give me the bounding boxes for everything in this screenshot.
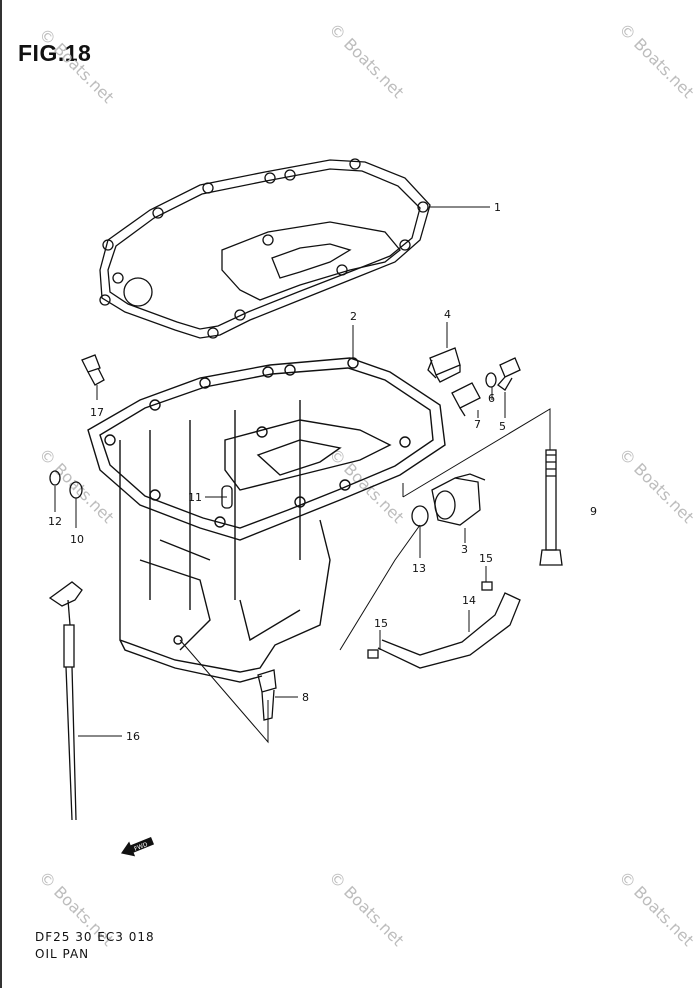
watermark-group: © Boats.net © Boats.net © Boats.net © Bo… bbox=[35, 19, 695, 949]
oil-pan-body bbox=[87, 357, 446, 683]
callout-7: 7 bbox=[474, 418, 481, 431]
watermark: © Boats.net bbox=[615, 867, 695, 949]
callout-15b: 15 bbox=[374, 617, 388, 630]
figure-title: FIG.18 bbox=[18, 40, 92, 66]
dipstick-part-16 bbox=[48, 581, 83, 821]
callout-6: 6 bbox=[488, 392, 495, 405]
watermark: © Boats.net bbox=[35, 24, 117, 106]
drain-bolt-part-8 bbox=[257, 669, 277, 721]
callout-8: 8 bbox=[302, 691, 309, 704]
section-name: OIL PAN bbox=[35, 947, 90, 961]
plug-part-4 bbox=[427, 347, 461, 383]
callout-2: 2 bbox=[350, 310, 357, 323]
callout-labels: 1 2 3 4 5 6 7 8 9 10 11 12 13 14 15 15 1… bbox=[48, 201, 597, 743]
oring-part-13 bbox=[411, 505, 429, 527]
fwd-arrow-icon: FWD bbox=[120, 836, 155, 857]
hose-part-14 bbox=[377, 592, 521, 669]
bolt-part-9 bbox=[539, 449, 563, 566]
watermark: © Boats.net bbox=[615, 19, 695, 101]
callout-12: 12 bbox=[48, 515, 62, 528]
leader-lines bbox=[54, 206, 551, 744]
callout-10: 10 bbox=[70, 533, 84, 546]
watermark: © Boats.net bbox=[325, 867, 407, 949]
callout-9: 9 bbox=[590, 505, 597, 518]
strainer-part-3 bbox=[431, 473, 486, 526]
callout-3: 3 bbox=[461, 543, 468, 556]
oring-part-6 bbox=[485, 372, 497, 388]
callout-13: 13 bbox=[412, 562, 426, 575]
bolt-part-17 bbox=[81, 354, 105, 386]
callout-14: 14 bbox=[462, 594, 476, 607]
gasket-part-1 bbox=[99, 158, 431, 339]
callout-5: 5 bbox=[499, 420, 506, 433]
callout-11: 11 bbox=[188, 491, 202, 504]
callout-17: 17 bbox=[90, 406, 104, 419]
callout-16: 16 bbox=[126, 730, 140, 743]
watermark: © Boats.net bbox=[615, 444, 695, 526]
bolt-part-5 bbox=[497, 357, 521, 391]
pin-part-12 bbox=[49, 470, 61, 486]
callout-4: 4 bbox=[444, 308, 451, 321]
watermark: © Boats.net bbox=[325, 19, 407, 101]
callout-1: 1 bbox=[494, 201, 501, 214]
callout-15a: 15 bbox=[479, 552, 493, 565]
clip-part-15 bbox=[367, 581, 493, 659]
sensor-part-7 bbox=[451, 382, 481, 417]
model-code: DF25 30 EC3 018 bbox=[35, 930, 155, 944]
fwd-arrow-label: FWD bbox=[133, 841, 149, 853]
